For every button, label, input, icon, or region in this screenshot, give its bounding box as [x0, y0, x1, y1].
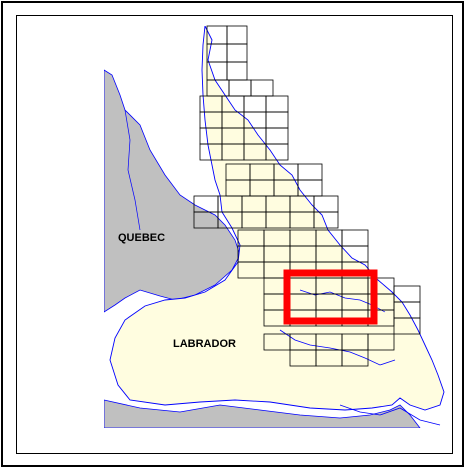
quebec-south-landmass: [104, 399, 421, 428]
labrador-label: LABRADOR: [173, 338, 236, 350]
quebec-label: QUEBEC: [118, 232, 165, 244]
highlighted-map-sheet-area[interactable]: [283, 269, 378, 325]
labrador-landmass: [109, 26, 445, 411]
quebec-landmass: [104, 69, 241, 313]
quebec-river: [124, 109, 141, 231]
coastline-south: [339, 404, 441, 426]
